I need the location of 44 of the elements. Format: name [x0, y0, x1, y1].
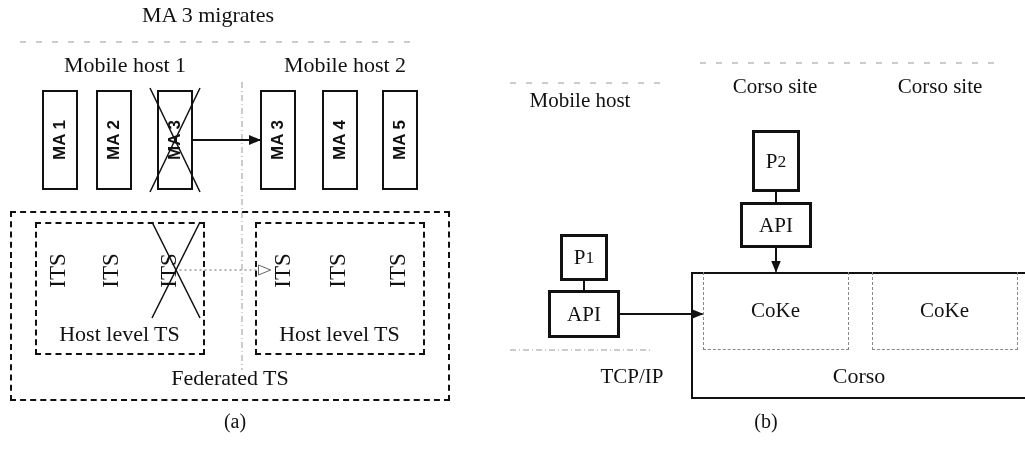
- arrow: [619, 309, 704, 319]
- text-label: TCP/IP: [600, 364, 664, 389]
- agent-box: [260, 90, 296, 190]
- group-label: Host level TS: [59, 320, 180, 347]
- text-label: Corso site: [732, 74, 818, 99]
- text-label: Mobile host: [529, 88, 631, 113]
- group-label: Federated TS: [171, 365, 289, 391]
- agent-label: MA 3: [268, 120, 288, 160]
- text-label: Corso site: [897, 74, 983, 99]
- kernel-box: CoKe: [702, 271, 849, 350]
- agent-label: MA 5: [390, 120, 410, 160]
- agent-box: [42, 90, 78, 190]
- agent-box: [322, 90, 358, 190]
- its-label: ITS: [385, 252, 409, 288]
- its-label: ITS: [325, 252, 349, 288]
- agent-label: MA 1: [50, 120, 70, 160]
- agent-box: [382, 90, 418, 190]
- its-label: ITS: [45, 252, 69, 288]
- agent-box: [96, 90, 132, 190]
- system-label: Corso: [832, 363, 886, 389]
- agent-label: MA 2: [104, 120, 124, 160]
- arrow: [771, 247, 781, 273]
- process-box: API: [548, 290, 620, 338]
- connector-line: [775, 191, 777, 203]
- group-label: Host level TS: [279, 320, 400, 347]
- its-label: ITS: [156, 252, 180, 288]
- agent-label: MA 4: [330, 120, 350, 160]
- subfigure-label: (b): [754, 410, 778, 433]
- connector-line: [583, 280, 585, 291]
- dashed-group-box: [10, 211, 450, 401]
- text-label: MA 3 migrates: [142, 2, 274, 28]
- text-label: Mobile host 2: [283, 52, 407, 78]
- its-label: ITS: [270, 252, 294, 288]
- dashed-group-box: [254, 221, 425, 355]
- system-box: [691, 272, 1025, 399]
- arrow: [192, 135, 261, 145]
- agent-box: [157, 90, 193, 190]
- dashed-group-box: [34, 221, 205, 355]
- kernel-box: CoKe: [871, 271, 1018, 350]
- its-label: ITS: [98, 252, 122, 288]
- arrow: [179, 264, 271, 276]
- text-label: Mobile host 1: [63, 52, 187, 78]
- process-box: API: [740, 202, 812, 248]
- subfigure-label: (a): [223, 410, 247, 433]
